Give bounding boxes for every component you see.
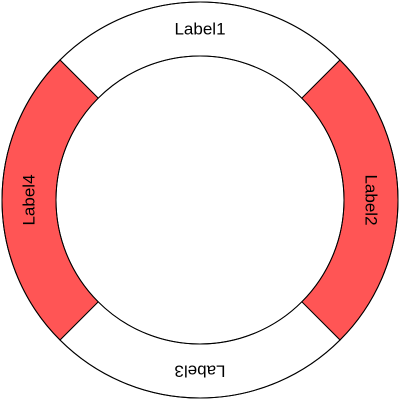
inner-ring-outline	[55, 55, 345, 345]
ring-segment-3	[59, 301, 341, 399]
ring-segment-2	[301, 59, 399, 341]
segment-label-1: Label1	[174, 20, 225, 39]
segment-label-3: Label3	[174, 362, 225, 381]
ring-segment-1	[59, 1, 341, 99]
segment-label-4: Label4	[20, 174, 39, 225]
ring-segment-4	[1, 59, 99, 341]
segment-label-2: Label2	[362, 174, 381, 225]
